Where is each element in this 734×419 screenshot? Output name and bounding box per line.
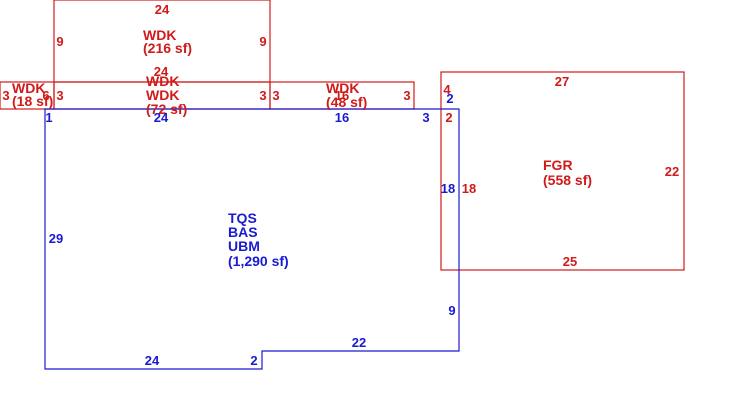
fgr-outline [440, 71, 685, 271]
wdk-left-size: (18 sf) [12, 93, 53, 109]
wdk-mid-dim-inner: 3 [272, 88, 279, 103]
wdk-mid-code: WDK [146, 73, 179, 89]
wdk-right-dim-right: 3 [403, 88, 410, 103]
fgr-code: FGR [543, 157, 573, 173]
main-dim-top-right: 16 [335, 110, 349, 125]
fgr-dim-corner: 4 [443, 82, 451, 97]
wdk-right-dim-top: 16 [335, 88, 349, 103]
main-dim-right: 18 [441, 181, 455, 196]
main-house-outline [44, 108, 460, 370]
wdk-top-dim-right: 9 [259, 34, 266, 49]
main-dim-right-lower: 9 [448, 303, 455, 318]
wdk-right-size: (48 sf) [326, 94, 367, 110]
wdk-mid-dim-top: 24 [154, 64, 169, 79]
wdk-right-code: WDK [326, 80, 359, 96]
wdk-left-code: WDK [12, 80, 45, 96]
fgr-dim-bottom: 25 [563, 254, 577, 269]
wdk-top-dim-left: 9 [56, 34, 63, 49]
wdk-top-dim-top: 24 [155, 2, 170, 17]
wdk-top-code: WDK [143, 27, 176, 43]
wdk-left-dim-top: 6 [42, 88, 49, 103]
main-dim-top-end: 3 [422, 110, 429, 125]
main-code-2: BAS [228, 224, 258, 240]
fgr-dim-left: 18 [462, 181, 476, 196]
wdk-mid-dim-right: 3 [259, 88, 266, 103]
main-size: (1,290 sf) [228, 253, 289, 269]
wdk-mid-code-2: WDK [146, 87, 179, 103]
fgr-dim-right: 22 [665, 164, 679, 179]
main-dim-top-left: 24 [154, 110, 169, 125]
fgr-dim-step: 2 [445, 110, 452, 125]
wdk-left-dim-right: 3 [56, 88, 63, 103]
fgr-dim-top: 27 [555, 74, 569, 89]
wdk-top-size: (216 sf) [143, 40, 192, 56]
wdk-left-dim-left: 3 [2, 88, 9, 103]
main-dim-left: 29 [49, 231, 63, 246]
main-code-1: TQS [228, 210, 257, 226]
main-dim-bottom-left: 24 [145, 353, 160, 368]
main-dim-notch: 2 [250, 353, 257, 368]
wdk-mid-size: (72 sf) [146, 101, 187, 117]
main-dim-bottom-right: 22 [352, 335, 366, 350]
fgr-size: (558 sf) [543, 172, 592, 188]
main-dim-step: 2 [446, 91, 453, 106]
main-dim-corner: 1 [45, 110, 52, 125]
main-code-3: UBM [228, 238, 260, 254]
